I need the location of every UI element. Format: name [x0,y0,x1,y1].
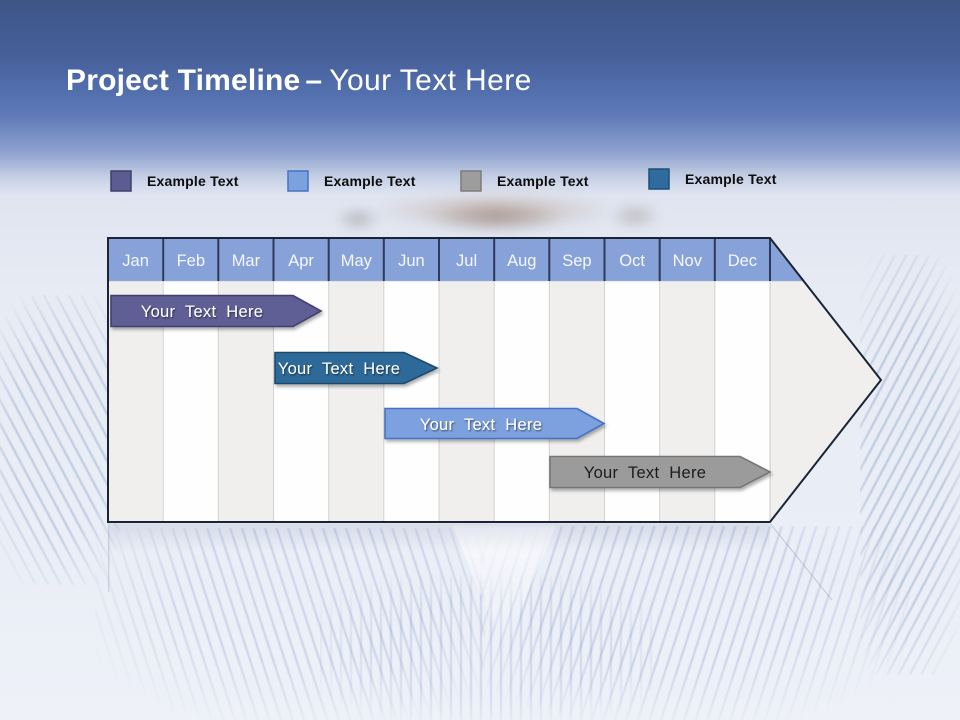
timeline-arrow-outline [107,237,883,523]
month-header-band [108,238,881,281]
timeline-bar-label[interactable]: Your Text Here [420,416,542,434]
month-label: Jun [398,252,425,270]
timeline-bar-label[interactable]: Your Text Here [584,464,706,482]
month-label: May [341,252,373,270]
title-separator: – [305,64,323,97]
month-header: Jan Feb Mar Apr May Jun Jul Aug Sep Oct … [122,252,757,270]
legend-swatch-icon [648,167,670,190]
month-label: Sep [562,252,591,270]
legend-item: Example Text [460,169,589,192]
timeline-grid [108,238,881,522]
legend-label[interactable]: Example Text [147,172,239,189]
month-label: Mar [232,252,261,270]
legend-item: Example Text [648,167,777,190]
timeline-bar[interactable] [110,294,323,328]
timeline-bar-label[interactable]: Your Text Here [141,303,263,321]
month-label: Oct [619,252,645,270]
legend-label[interactable]: Example Text [685,170,777,187]
month-label: Jan [122,252,149,270]
month-label: Apr [288,252,314,270]
legend-item: Example Text [287,169,416,192]
legend-swatch-icon [460,169,482,192]
month-label: Jul [456,252,477,270]
timeline-reflection [108,523,833,601]
timeline-bar[interactable] [384,407,606,440]
month-label: Dec [728,252,757,270]
timeline-bars: Your Text Here Your Text Here Your Text … [110,294,772,489]
timeline-bar[interactable] [274,351,439,385]
legend-label[interactable]: Example Text [497,172,589,189]
legend-item: Example Text [110,169,239,192]
title-primary: Project Timeline [66,64,301,97]
slide-title: Project Timeline–Your Text Here [66,62,532,100]
month-label: Aug [507,252,536,270]
timeline-bar[interactable] [549,455,772,489]
legend-swatch-icon [287,169,309,192]
legend-swatch-icon [110,169,132,192]
timeline-bar-label[interactable]: Your Text Here [278,360,400,378]
month-label: Feb [177,252,205,270]
legend-label[interactable]: Example Text [324,172,416,189]
month-label: Nov [673,252,703,270]
title-placeholder[interactable]: Your Text Here [329,64,532,97]
